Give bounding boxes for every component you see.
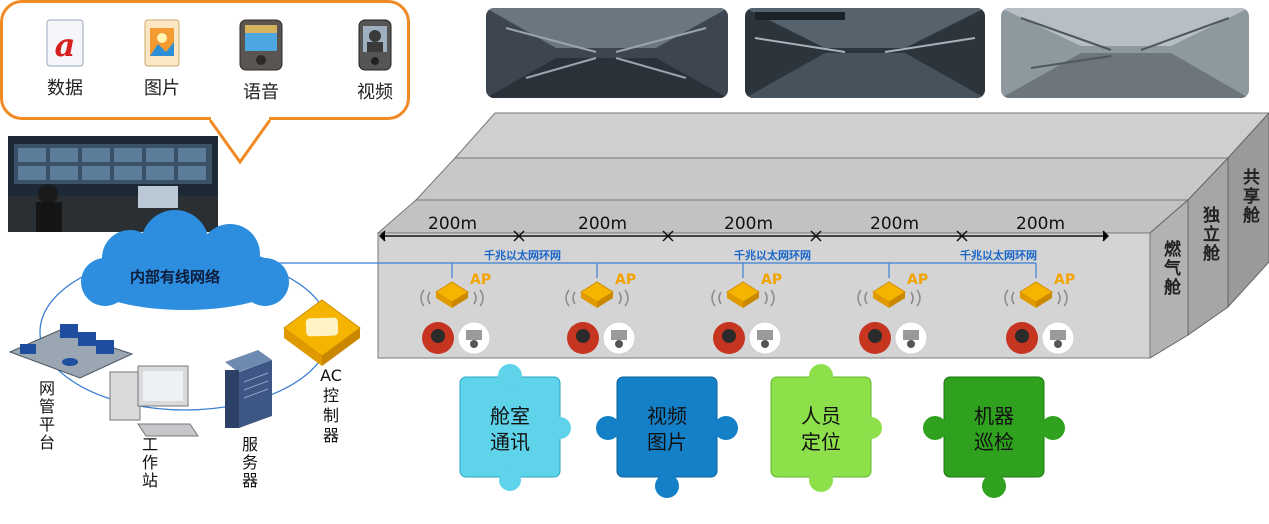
ap-unit: AP (986, 270, 1096, 360)
cloud-label: 内部有线网络 (130, 268, 221, 286)
media-label: 语音 (243, 82, 279, 103)
tunnel-photo-2 (745, 8, 985, 98)
distance-ticks (378, 230, 1110, 242)
ac-controller-icon (283, 299, 361, 366)
shared-cabin-label: 共享舱 (1239, 168, 1259, 225)
cloud-shape (81, 210, 289, 310)
ap-label: AP (470, 272, 492, 288)
segment-length-3: 200m (724, 214, 774, 234)
puzzle-line: 通讯 (490, 430, 530, 454)
server-icon (225, 350, 272, 428)
ap-unit: AP (693, 270, 803, 360)
puzzle-piece-robot (923, 376, 1065, 498)
nms-platform-icon (8, 324, 134, 379)
media-label: 视频 (357, 82, 393, 103)
nms-label: 网管平台 (36, 380, 55, 452)
ap-label: AP (615, 272, 637, 288)
phone-audio-icon (239, 19, 283, 71)
image-file-icon (144, 19, 180, 67)
ap-icon (857, 281, 928, 355)
puzzle-piece-video-image (596, 376, 738, 498)
ap-drop-lines (451, 263, 1037, 278)
ring-label-2: 千兆以太网环网 (734, 249, 811, 262)
ap-label: AP (761, 272, 783, 288)
puzzle-text-4: 机器 巡检 (944, 403, 1044, 463)
ring-label-1: 千兆以太网环网 (484, 249, 561, 262)
ap-icon (565, 281, 636, 355)
puzzle-line: 舱室 (490, 404, 530, 428)
puzzle-piece-personnel (770, 364, 882, 492)
puzzle-line: 人员 (801, 404, 841, 428)
ap-icon (1004, 281, 1075, 355)
media-label: 数据 (47, 78, 83, 99)
independent-cabin-label: 独立舱 (1199, 206, 1219, 263)
media-data: a 数据 (30, 18, 100, 100)
ap-unit: AP (402, 270, 512, 360)
media-audio: 语音 (226, 18, 296, 104)
puzzle-line: 巡检 (974, 430, 1014, 454)
ap-unit: AP (547, 270, 657, 360)
ac-controller-label: AC控制器 (320, 366, 342, 445)
puzzle-text-2: 视频 图片 (617, 403, 717, 463)
media-label: 图片 (144, 78, 180, 99)
ap-label: AP (1054, 272, 1076, 288)
puzzle-line: 机器 (974, 404, 1014, 428)
puzzle-text-1: 舱室 通讯 (460, 403, 560, 463)
workstation-icon (109, 365, 199, 437)
segment-length-1: 200m (428, 214, 478, 234)
tunnel-photo-3 (1001, 8, 1249, 98)
server-label: 服务器 (239, 436, 258, 490)
data-file-icon: a (46, 19, 84, 67)
ap-label: AP (907, 272, 929, 288)
workstation-label: 工作站 (139, 436, 158, 490)
bubble-tail (208, 110, 272, 165)
puzzle-line: 图片 (647, 430, 687, 454)
ring-label-3: 千兆以太网环网 (960, 249, 1037, 262)
media-image: 图片 (127, 18, 197, 100)
segment-length-2: 200m (578, 214, 628, 234)
control-room-photo (8, 136, 218, 232)
segment-length-5: 200m (1016, 214, 1066, 234)
media-video: 视频 (340, 18, 410, 104)
puzzle-piece-cabin-comm (459, 364, 571, 491)
ap-icon (420, 281, 491, 355)
segment-length-4: 200m (870, 214, 920, 234)
video-phone-icon (358, 19, 392, 71)
local-network (8, 210, 361, 437)
ap-icon (711, 281, 782, 355)
tunnel-photo-1 (486, 8, 728, 98)
ap-unit: AP (839, 270, 949, 360)
gas-cabin-label: 燃气舱 (1160, 240, 1180, 297)
puzzle-text-3: 人员 定位 (771, 403, 871, 463)
svg-text:a: a (55, 26, 76, 64)
puzzle-line: 视频 (647, 404, 687, 428)
puzzle-line: 定位 (801, 430, 841, 454)
